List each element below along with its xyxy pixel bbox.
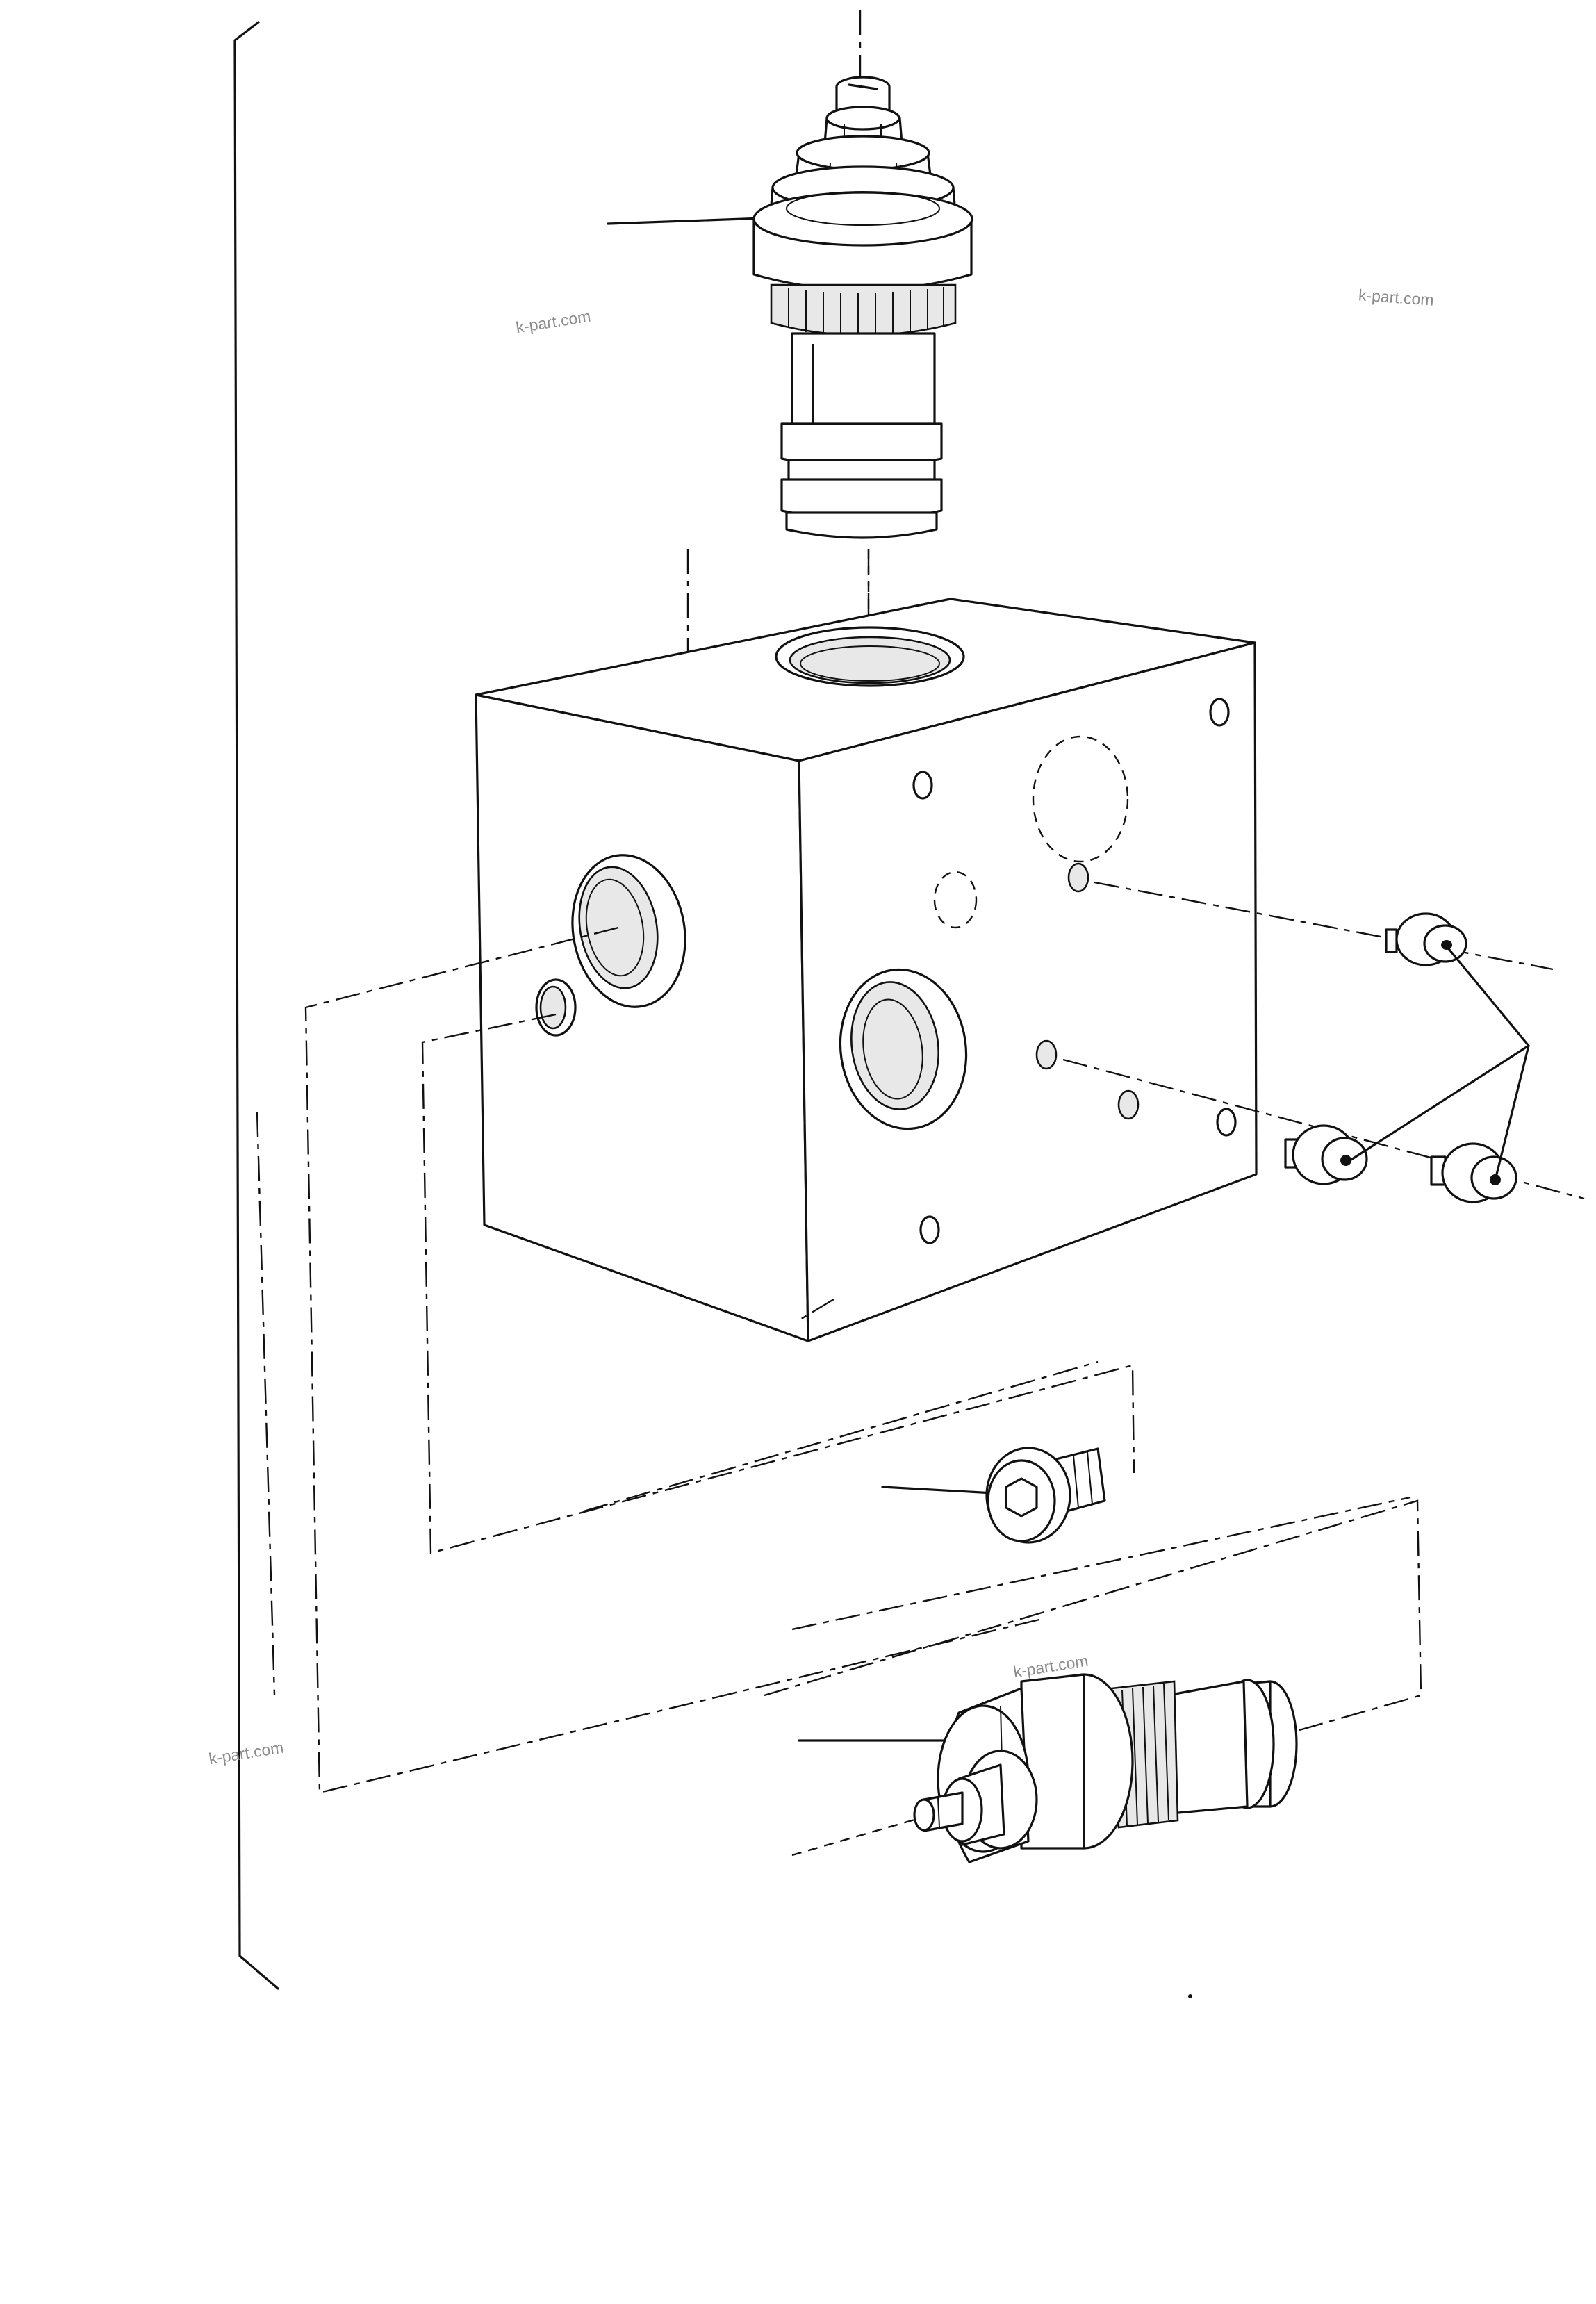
top-cartridge-valve <box>607 76 973 667</box>
port-routing-line-1 <box>304 926 1043 1794</box>
lower-cartridge-routing <box>764 1499 1422 1731</box>
block-left-face <box>475 693 809 1342</box>
small-plug-upper <box>1385 912 1467 966</box>
plug-leader-2 <box>1494 1044 1530 1181</box>
port-routing-line-2 <box>421 1013 1135 1554</box>
valve-block <box>475 598 1258 1342</box>
plug-leader-1 <box>1347 945 1530 1163</box>
small-plug-middle <box>1284 1124 1368 1185</box>
scan-border <box>233 21 279 1990</box>
small-plug-lower <box>1430 1142 1517 1203</box>
hex-socket-plug <box>881 1447 1106 1544</box>
hex-plug-leader <box>881 1486 1007 1495</box>
hex-plug-axis <box>583 1360 1099 1513</box>
bottom-cartridge-valve <box>791 1673 1298 1863</box>
block-right-face <box>798 641 1258 1342</box>
